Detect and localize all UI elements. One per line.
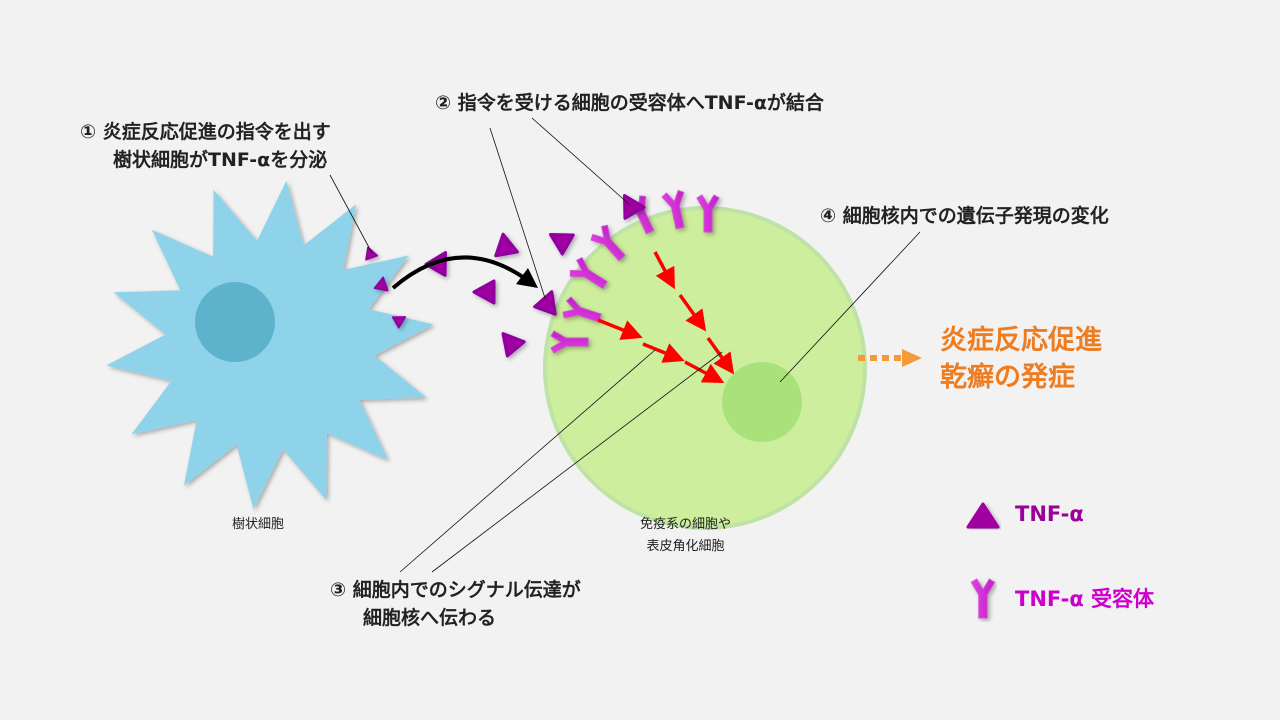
signal-arrow: [684, 360, 725, 383]
outcome-line1: 炎症反応促進: [940, 325, 1102, 356]
tnf-alpha-molecule: [490, 230, 519, 258]
target-cell-label: 免疫系の細胞や 表皮角化細胞: [640, 514, 731, 558]
dendritic-cell-nucleus: [195, 282, 275, 362]
step3-line2: 細胞核へ伝わる: [363, 607, 497, 629]
dendritic-cell-label: 樹状細胞: [232, 517, 285, 532]
target-cell: [543, 206, 867, 530]
target-cell-line2: 表皮角化細胞: [646, 539, 725, 554]
step2-label: ② 指令を受ける細胞の受容体へTNF-αが結合: [435, 92, 824, 114]
step3-line1: ③ 細胞内でのシグナル伝達が: [330, 579, 581, 601]
signal-arrow: [678, 293, 707, 332]
dendritic-cell: [106, 180, 434, 510]
step1-line2: 樹状細胞がTNF-αを分泌: [113, 149, 328, 171]
tnf-alpha-molecule: [472, 279, 496, 305]
legend-tnf-label: TNF-α: [1015, 502, 1084, 526]
legend-triangle-icon: [966, 502, 1000, 529]
secretion-arrow: [391, 255, 539, 290]
tnf-alpha-molecule: [361, 244, 379, 261]
legend-receptor-icon: [970, 578, 996, 619]
target-cell-line1: 免疫系の細胞や: [640, 517, 732, 532]
signal-arrow: [597, 318, 643, 340]
outcome-arrowhead: [902, 349, 922, 367]
signal-arrow: [642, 342, 685, 363]
step4-label: ④ 細胞核内での遺伝子発現の変化: [820, 205, 1109, 227]
signal-arrows: [597, 251, 735, 383]
tnf-alpha-molecule: [493, 325, 526, 358]
step1-label: ① 炎症反応促進の指令を出す 樹状細胞がTNF-αを分泌: [80, 118, 331, 174]
step1-line1: ① 炎症反応促進の指令を出す: [80, 121, 331, 143]
target-cell-nucleus: [722, 362, 802, 442]
legend-receptor-label: TNF-α 受容体: [1015, 587, 1155, 611]
leader-lines: [329, 117, 921, 573]
tnf-alpha-molecule: [543, 223, 575, 256]
outcome-text: 炎症反応促進 乾癬の発症: [940, 322, 1102, 396]
signal-arrow: [653, 251, 675, 290]
outcome-line2: 乾癬の発症: [940, 362, 1075, 393]
signal-arrow: [706, 336, 735, 375]
step3-label: ③ 細胞内でのシグナル伝達が 細胞核へ伝わる: [330, 576, 581, 632]
